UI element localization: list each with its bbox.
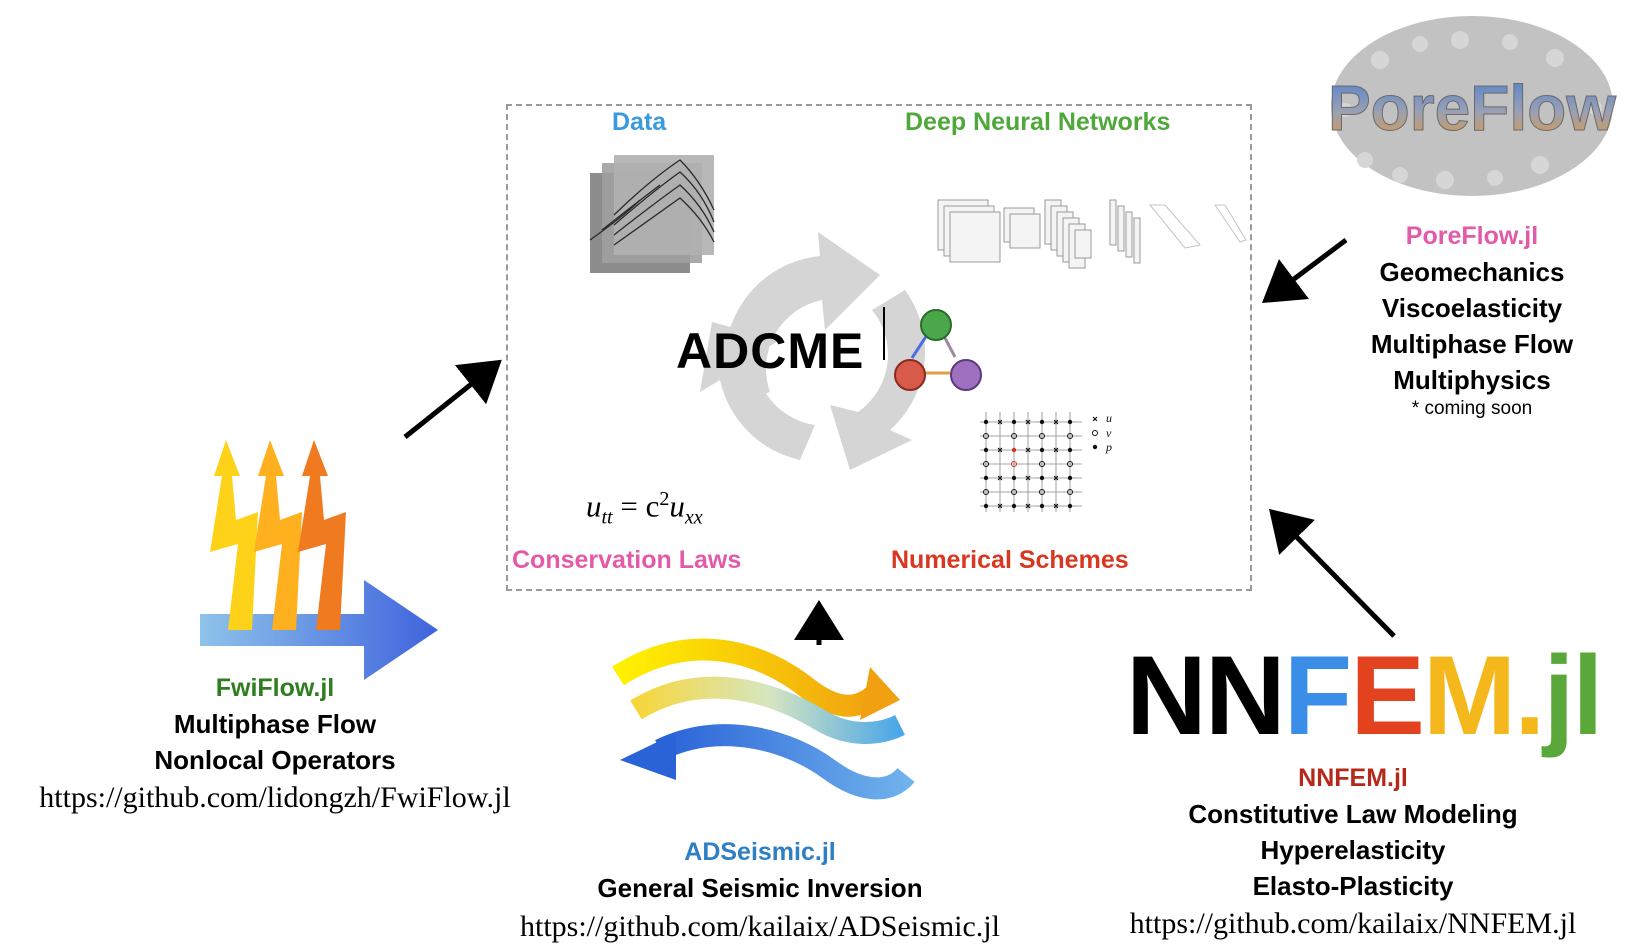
grid-open-points <box>983 433 1073 495</box>
arrow-fwiflow-to-hub <box>403 359 502 439</box>
legend-v: v <box>1106 426 1112 440</box>
grid-crosses <box>997 419 1059 509</box>
arrow-poreflow-to-hub <box>1262 238 1348 303</box>
grid-legend: u v p <box>1092 411 1112 454</box>
adcme-hub-box <box>506 104 1252 591</box>
adcme-logo-text: ADCME <box>676 323 865 379</box>
nnfem-logo-nn: NN <box>1126 633 1286 758</box>
nnfem-block: NNFEM.jl Constitutive Law Modeling Hyper… <box>1060 760 1646 944</box>
nnfem-title: NNFEM.jl <box>1298 764 1408 792</box>
fwiflow-line-2: Nonlocal Operators <box>154 745 396 775</box>
poreflow-block: PoreFlow.jl Geomechanics Viscoelasticity… <box>1322 218 1622 420</box>
poreflow-line-1: Geomechanics <box>1379 257 1565 287</box>
fwiflow-url-link[interactable]: https://github.com/lidongzh/FwiFlow.jl <box>39 781 511 814</box>
poreflow-logo: PoreFlow <box>1327 16 1617 196</box>
eq-u2: u <box>669 488 685 524</box>
nnfem-logo-jl: jl <box>1543 633 1603 758</box>
nnfem-logo-m: M <box>1422 633 1516 758</box>
poreflow-title: PoreFlow.jl <box>1405 222 1539 250</box>
poreflow-coming-soon-note: * coming soon <box>1411 398 1533 419</box>
numerical-schemes-label: Numerical Schemes <box>891 546 1129 574</box>
fwiflow-title: FwiFlow.jl <box>215 674 335 702</box>
fwiflow-logo <box>200 440 438 680</box>
nnfem-logo: NNFEM.jl <box>1126 640 1604 752</box>
eq-sub-tt: tt <box>601 506 613 529</box>
arrow-nnfem-to-hub <box>1268 508 1396 638</box>
poreflow-logo-text: PoreFlow <box>1328 72 1616 144</box>
nnfem-line-3: Elasto-Plasticity <box>1252 871 1454 901</box>
adseismic-wave-logo <box>612 638 915 800</box>
poreflow-line-2: Viscoelasticity <box>1381 293 1563 323</box>
nnfem-line-2: Hyperelasticity <box>1260 835 1446 865</box>
nnfem-logo-e: E <box>1350 633 1425 758</box>
wave-equation: utt = c2uxx <box>586 488 703 530</box>
nnfem-logo-dot: . <box>1514 633 1545 758</box>
fwiflow-block: FwiFlow.jl Multiphase Flow Nonlocal Oper… <box>0 670 550 818</box>
poreflow-line-3: Multiphase Flow <box>1370 329 1574 359</box>
seismic-data-image <box>589 155 715 273</box>
adseismic-title: ADSeismic.jl <box>684 838 836 866</box>
nnfem-line-1: Constitutive Law Modeling <box>1188 799 1518 829</box>
adcme-graph-icon <box>883 307 982 391</box>
grid-points <box>983 419 1073 509</box>
fwiflow-line-1: Multiphase Flow <box>173 709 377 739</box>
connector-arrows <box>403 238 1396 645</box>
eq-c: = c <box>620 488 660 524</box>
eq-pow: 2 <box>659 488 670 510</box>
adseismic-block: ADSeismic.jl General Seismic Inversion h… <box>460 834 1060 948</box>
nnfem-logo-f: F <box>1283 633 1352 758</box>
eq-u: u <box>586 488 602 524</box>
eq-sub-xx: xx <box>684 506 703 529</box>
poreflow-line-4: Multiphysics <box>1393 365 1551 395</box>
conservation-laws-label: Conservation Laws <box>512 546 742 574</box>
data-label: Data <box>612 108 667 136</box>
legend-p: p <box>1105 440 1112 454</box>
nnfem-url-link[interactable]: https://github.com/kailaix/NNFEM.jl <box>1129 907 1577 940</box>
adseismic-line-1: General Seismic Inversion <box>597 873 923 903</box>
adseismic-url-link[interactable]: https://github.com/kailaix/ADSeismic.jl <box>520 910 1000 943</box>
dnn-label: Deep Neural Networks <box>905 108 1171 136</box>
cycle-arrows-icon <box>700 232 926 470</box>
neural-network-diagram <box>937 199 1247 269</box>
staggered-grid-diagram <box>980 412 1082 512</box>
legend-u: u <box>1106 411 1112 425</box>
